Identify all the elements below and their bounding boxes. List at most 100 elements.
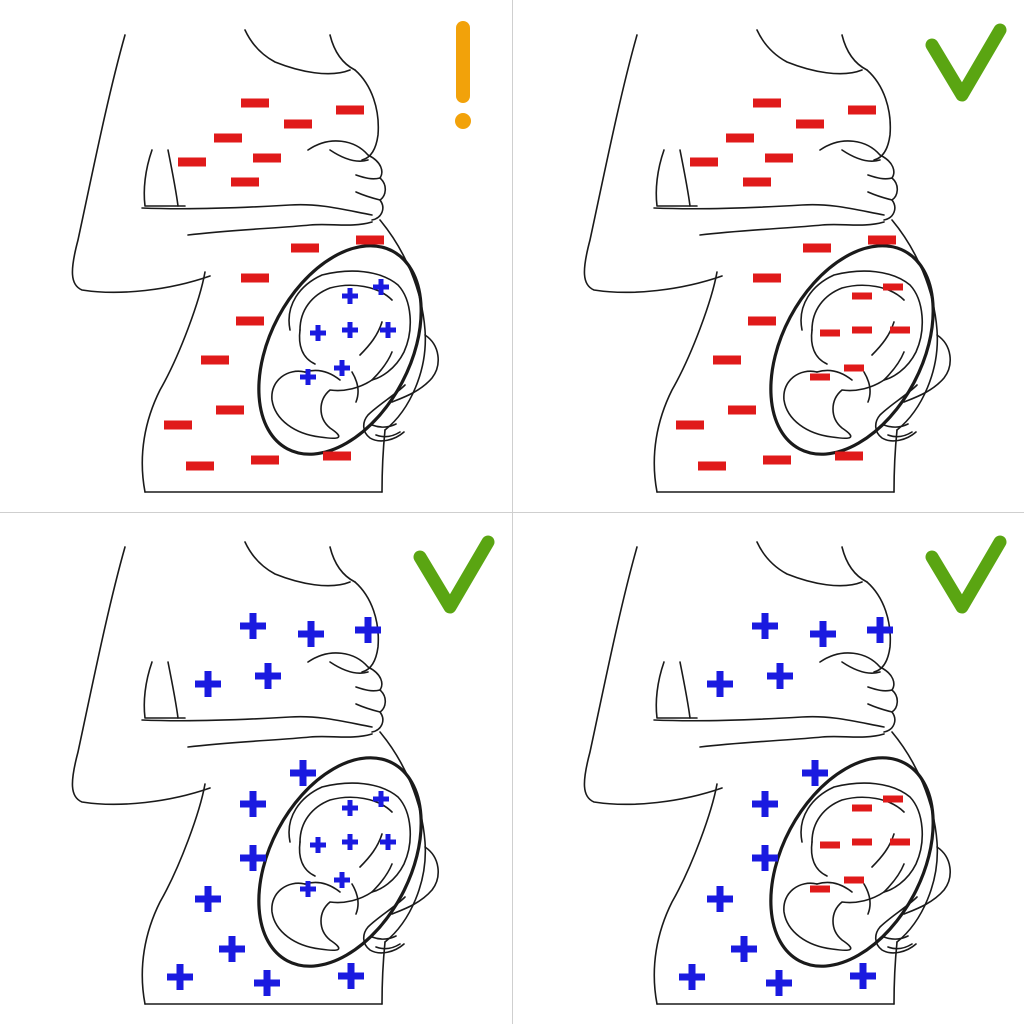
fetal-plus-sign bbox=[342, 288, 358, 304]
maternal-minus-sign bbox=[835, 451, 863, 461]
maternal-minus-sign bbox=[241, 273, 269, 283]
fetal-minus-sign bbox=[810, 373, 830, 381]
fetal-minus-sign bbox=[820, 841, 840, 849]
fetal-plus-sign bbox=[380, 322, 396, 338]
maternal-minus-sign bbox=[216, 405, 244, 415]
maternal-minus-sign bbox=[676, 420, 704, 430]
fetal-plus-sign bbox=[342, 834, 358, 850]
fetus-outline bbox=[783, 782, 924, 952]
maternal-minus-sign bbox=[251, 455, 279, 465]
maternal-plus-sign bbox=[679, 964, 705, 990]
fetal-plus-sign bbox=[334, 872, 350, 888]
fetal-minus-sign bbox=[883, 283, 903, 291]
womb-outline bbox=[769, 756, 935, 968]
maternal-plus-sign bbox=[802, 760, 828, 786]
maternal-minus-sign bbox=[356, 235, 384, 245]
pregnancy-figure bbox=[71, 21, 471, 493]
maternal-minus-sign bbox=[323, 451, 351, 461]
exclamation-icon bbox=[455, 21, 471, 129]
horizontal-divider bbox=[0, 512, 1024, 513]
maternal-minus-sign bbox=[690, 157, 718, 167]
fetal-minus-sign bbox=[810, 885, 830, 893]
fetus-outline bbox=[271, 270, 412, 440]
maternal-plus-sign bbox=[766, 970, 792, 996]
fetal-plus-sign bbox=[310, 837, 326, 853]
mother-silhouette bbox=[71, 29, 439, 493]
checkmark-icon bbox=[413, 535, 495, 614]
mother-silhouette bbox=[583, 29, 951, 493]
maternal-minus-sign bbox=[164, 420, 192, 430]
womb-outline bbox=[257, 756, 423, 968]
maternal-plus-sign bbox=[167, 964, 193, 990]
maternal-minus-sign bbox=[765, 153, 793, 163]
maternal-plus-sign bbox=[195, 671, 221, 697]
panel-top-left bbox=[0, 0, 512, 512]
panel-top-right bbox=[512, 0, 1024, 512]
maternal-plus-sign bbox=[290, 760, 316, 786]
maternal-minus-sign bbox=[796, 119, 824, 129]
maternal-minus-sign bbox=[178, 157, 206, 167]
maternal-plus-sign bbox=[255, 663, 281, 689]
womb-outline bbox=[257, 244, 423, 456]
fetal-minus-sign bbox=[852, 838, 872, 846]
maternal-minus-sign bbox=[868, 235, 896, 245]
maternal-minus-sign bbox=[728, 405, 756, 415]
checkmark-icon bbox=[925, 535, 1007, 614]
maternal-minus-sign bbox=[803, 243, 831, 253]
maternal-plus-sign bbox=[731, 936, 757, 962]
maternal-minus-sign bbox=[743, 177, 771, 187]
maternal-plus-sign bbox=[298, 621, 324, 647]
fetal-minus-sign bbox=[852, 326, 872, 334]
maternal-minus-sign bbox=[848, 105, 876, 115]
fetal-plus-sign bbox=[342, 800, 358, 816]
maternal-minus-sign bbox=[231, 177, 259, 187]
fetal-plus-sign bbox=[300, 369, 316, 385]
fetal-minus-sign bbox=[844, 876, 864, 884]
maternal-plus-sign bbox=[752, 613, 778, 639]
maternal-plus-sign bbox=[707, 886, 733, 912]
maternal-minus-sign bbox=[284, 119, 312, 129]
maternal-plus-sign bbox=[355, 617, 381, 643]
pregnancy-figure bbox=[583, 535, 1007, 1005]
fetal-minus-sign bbox=[890, 326, 910, 334]
maternal-plus-sign bbox=[219, 936, 245, 962]
fetal-minus-sign bbox=[883, 795, 903, 803]
maternal-plus-sign bbox=[240, 791, 266, 817]
maternal-plus-sign bbox=[810, 621, 836, 647]
fetal-minus-sign bbox=[820, 329, 840, 337]
fetal-plus-sign bbox=[373, 279, 389, 295]
maternal-minus-sign bbox=[753, 273, 781, 283]
maternal-plus-sign bbox=[240, 845, 266, 871]
maternal-plus-sign bbox=[195, 886, 221, 912]
fetal-plus-sign bbox=[334, 360, 350, 376]
maternal-minus-sign bbox=[253, 153, 281, 163]
panel-bottom-left bbox=[0, 512, 512, 1024]
checkmark-icon bbox=[925, 23, 1007, 102]
pregnancy-figure bbox=[71, 535, 495, 1005]
fetal-minus-sign bbox=[852, 804, 872, 812]
maternal-plus-sign bbox=[767, 663, 793, 689]
maternal-minus-sign bbox=[291, 243, 319, 253]
fetal-minus-sign bbox=[890, 838, 910, 846]
maternal-minus-sign bbox=[726, 133, 754, 143]
maternal-minus-sign bbox=[763, 455, 791, 465]
maternal-minus-sign bbox=[201, 355, 229, 365]
maternal-plus-sign bbox=[752, 845, 778, 871]
maternal-plus-sign bbox=[254, 970, 280, 996]
pregnancy-figure bbox=[583, 23, 1007, 493]
maternal-minus-sign bbox=[186, 461, 214, 471]
maternal-plus-sign bbox=[338, 963, 364, 989]
mother-silhouette bbox=[71, 541, 439, 1005]
maternal-minus-sign bbox=[236, 316, 264, 326]
maternal-minus-sign bbox=[748, 316, 776, 326]
fetal-plus-sign bbox=[373, 791, 389, 807]
maternal-plus-sign bbox=[752, 791, 778, 817]
maternal-minus-sign bbox=[698, 461, 726, 471]
maternal-minus-sign bbox=[753, 98, 781, 108]
maternal-minus-sign bbox=[214, 133, 242, 143]
maternal-minus-sign bbox=[713, 355, 741, 365]
maternal-plus-sign bbox=[707, 671, 733, 697]
fetal-plus-sign bbox=[300, 881, 316, 897]
fetal-plus-sign bbox=[342, 322, 358, 338]
